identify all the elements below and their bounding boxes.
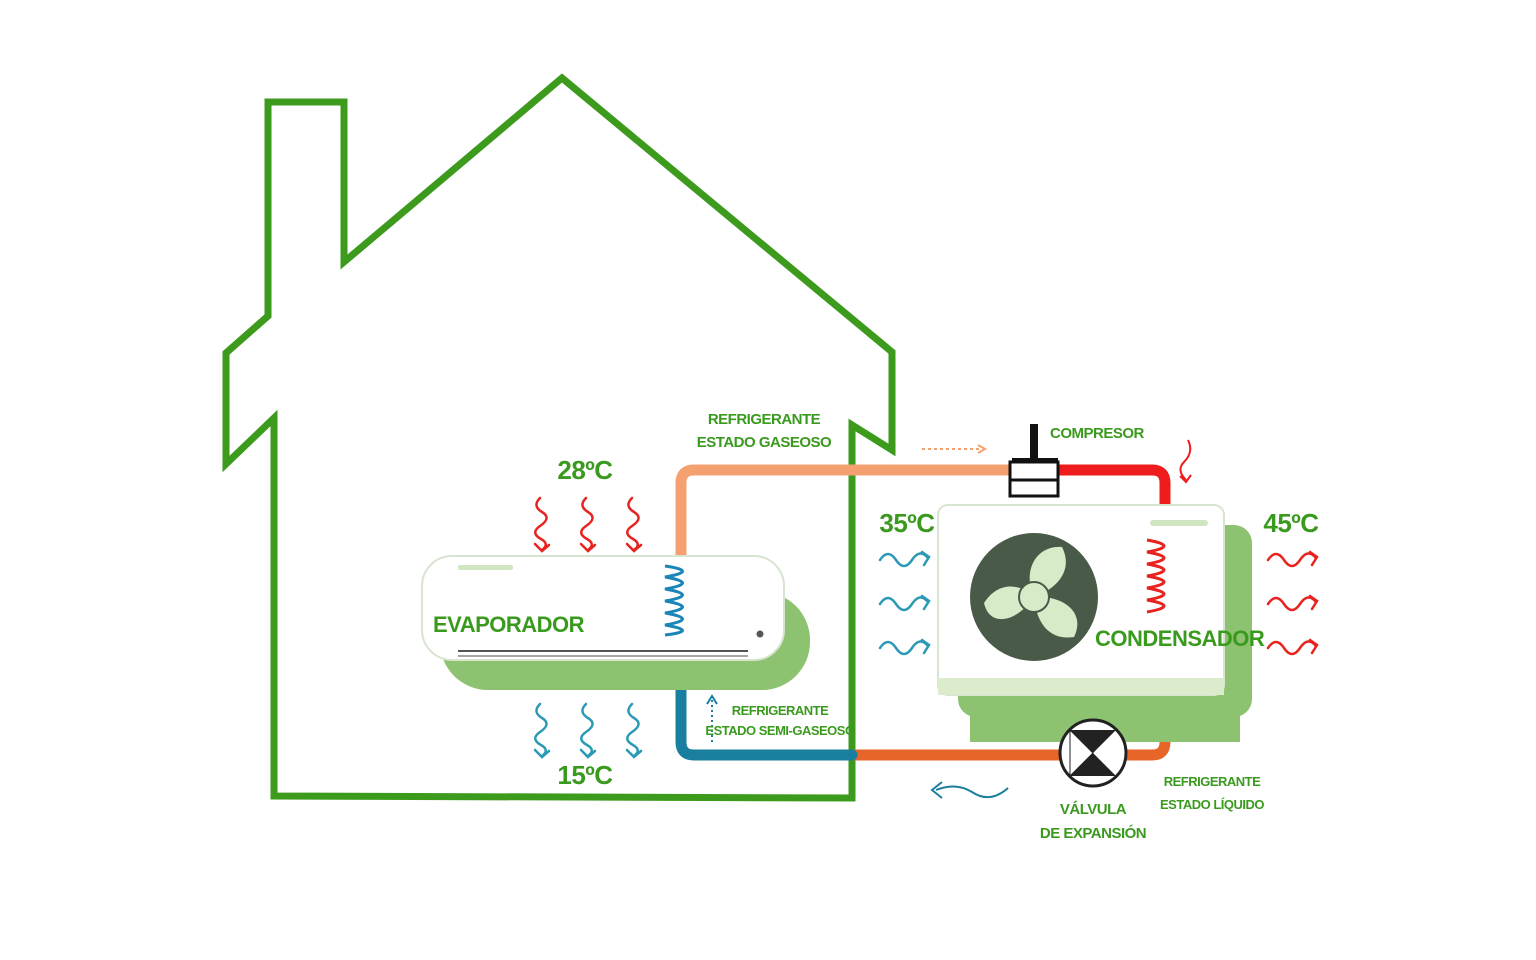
refrigerant-semigas-label-line1: REFRIGERANTE (732, 703, 829, 718)
indoor-unit (421, 555, 810, 690)
labels: REFRIGERANTE ESTADO GASEOSO COMPRESOR 28… (433, 411, 1320, 842)
flow-arrows (706, 439, 1192, 799)
outdoor-unit (937, 504, 1252, 742)
refrigerant-circuit (675, 464, 1171, 761)
outdoor-ambient-waves (878, 550, 931, 656)
refrigerant-gas-label-line1: REFRIGERANTE (708, 411, 821, 428)
hot-flow-arrow (1179, 439, 1192, 481)
indoor-cold-waves (533, 702, 643, 759)
outdoor-temp-in: 35ºC (879, 508, 935, 538)
condenser-coil-icon (1146, 538, 1166, 614)
cold-pipe (675, 644, 858, 761)
compressor-icon (1008, 424, 1060, 498)
heat-waves (533, 496, 1319, 759)
indoor-warm-waves (533, 496, 643, 553)
evaporator-label: EVAPORADOR (433, 612, 585, 637)
indoor-temp-in: 28ºC (557, 455, 613, 485)
gas-pipe (675, 464, 1016, 564)
liquid-pipe (846, 684, 1171, 761)
refrigerant-liquid-label-line2: ESTADO LÍQUIDO (1160, 797, 1264, 812)
outdoor-hot-waves (1266, 550, 1319, 656)
refrigerant-gas-label-line2: ESTADO GASEOSO (697, 434, 832, 451)
condenser-label: CONDENSADOR (1095, 626, 1265, 651)
compressor-label: COMPRESOR (1050, 425, 1145, 442)
liquid-flow-arrow (935, 785, 1009, 799)
expansion-valve-label-line2: DE EXPANSIÓN (1040, 824, 1146, 842)
expansion-valve-icon (1058, 718, 1128, 788)
hot-gas-pipe (1052, 464, 1171, 511)
refrigerant-liquid-label-line1: REFRIGERANTE (1164, 774, 1261, 789)
refrigerant-semigas-label-line2: ESTADO SEMI-GASEOSO (705, 723, 855, 738)
outdoor-temp-out: 45ºC (1263, 508, 1319, 538)
indoor-temp-out: 15ºC (557, 760, 613, 790)
evaporator-coil-icon (664, 564, 684, 637)
house-outline-icon (222, 73, 896, 802)
expansion-valve-label-line1: VÁLVULA (1060, 801, 1127, 818)
